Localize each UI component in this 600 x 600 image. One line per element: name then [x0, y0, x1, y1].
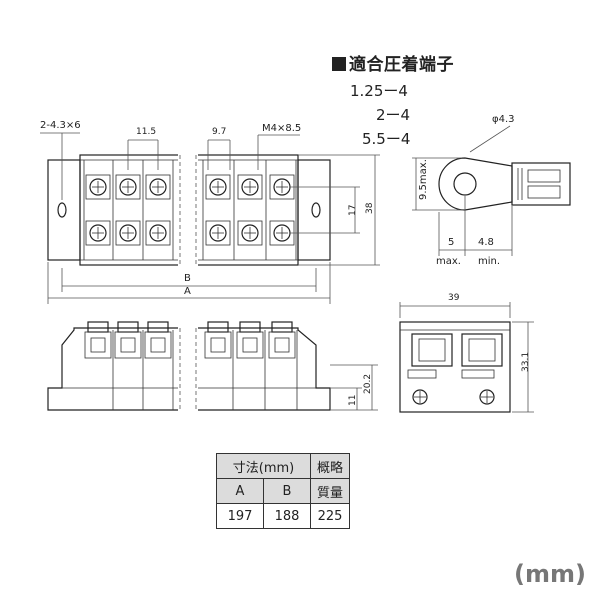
dim-lug-barrel: 4.8	[478, 237, 494, 248]
terminal-screw-icon	[205, 220, 231, 246]
dim-lug-width: 9.5max.	[418, 159, 429, 200]
dim-mount-holes: 2-4.3×6	[40, 120, 81, 131]
dim-lug-tip: 5	[448, 237, 454, 248]
dim-body-height: 38	[365, 202, 375, 214]
front-terminal-icon	[114, 321, 144, 410]
terminal-screw-icon	[145, 174, 171, 200]
terminal-screw-icon	[237, 174, 263, 200]
terminal-size-1: 1.25ー4	[350, 82, 408, 100]
terminal-size-2: 2ー4	[376, 106, 411, 124]
dim-screw-width: 9.7	[212, 127, 226, 137]
dimension-table: 寸法(mm) 概略 A B 質量 197 188 225	[216, 453, 351, 529]
side-view	[399, 321, 511, 413]
dim-pitch: 11.5	[136, 127, 156, 137]
terminal-spec-title: 適合圧着端子	[332, 50, 454, 75]
dim-screw: M4×8.5	[262, 123, 301, 134]
terminal-screw-icon	[205, 174, 231, 200]
header-a: A	[216, 478, 264, 504]
front-view	[47, 320, 331, 420]
dim-row-spacing: 17	[348, 205, 358, 216]
dim-base-height: 11	[348, 395, 358, 406]
terminal-screw-icon	[85, 174, 111, 200]
front-terminal-icon	[144, 321, 174, 410]
value-a: 197	[216, 503, 264, 529]
terminal-screw-icon	[237, 220, 263, 246]
front-view-dimensions: 20.2 11	[330, 364, 378, 411]
top-view-dimensions: 2-4.3×6 11.5 9.7 M4×8.5 17 38 B A	[40, 120, 380, 304]
crimp-terminal-drawing	[438, 157, 571, 211]
dim-length-b: B	[184, 273, 191, 284]
unit-label: (mm)	[514, 560, 586, 588]
front-terminal-icon	[236, 321, 266, 410]
front-terminal-icon	[268, 321, 298, 410]
dim-lug-tip-label: max.	[436, 256, 461, 267]
terminal-screw-icon	[115, 174, 141, 200]
value-b: 188	[263, 503, 311, 529]
mount-hole-right	[311, 202, 321, 218]
crimp-terminal-dimensions: φ4.3 9.5max. 5 max. 4.8 min.	[412, 114, 515, 267]
side-screw-right	[479, 389, 495, 405]
header-dimensions: 寸法(mm)	[216, 453, 311, 479]
title-square-icon	[332, 57, 346, 71]
front-terminal-icon	[84, 321, 114, 410]
header-b: B	[263, 478, 311, 504]
side-screw-left	[412, 389, 428, 405]
dim-lug-barrel-label: min.	[478, 256, 500, 267]
value-mass: 225	[309, 503, 351, 529]
terminal-size-3: 5.5ー4	[362, 130, 411, 148]
header-mass-1: 概略	[309, 453, 351, 479]
terminal-screw-icon	[85, 220, 111, 246]
terminal-screw-icon	[115, 220, 141, 246]
top-view	[47, 150, 331, 270]
dim-length-a: A	[184, 286, 191, 297]
terminal-screw-icon	[145, 220, 171, 246]
dim-lug-hole: φ4.3	[492, 114, 515, 125]
dim-side-width: 39	[448, 293, 460, 303]
side-view-dimensions: 39 33.1	[399, 293, 534, 413]
mount-hole-left	[57, 202, 67, 218]
dim-foot-height: 20.2	[363, 374, 373, 394]
front-terminal-icon	[204, 321, 234, 410]
header-mass-2: 質量	[309, 478, 351, 504]
dim-side-height: 33.1	[521, 352, 531, 372]
